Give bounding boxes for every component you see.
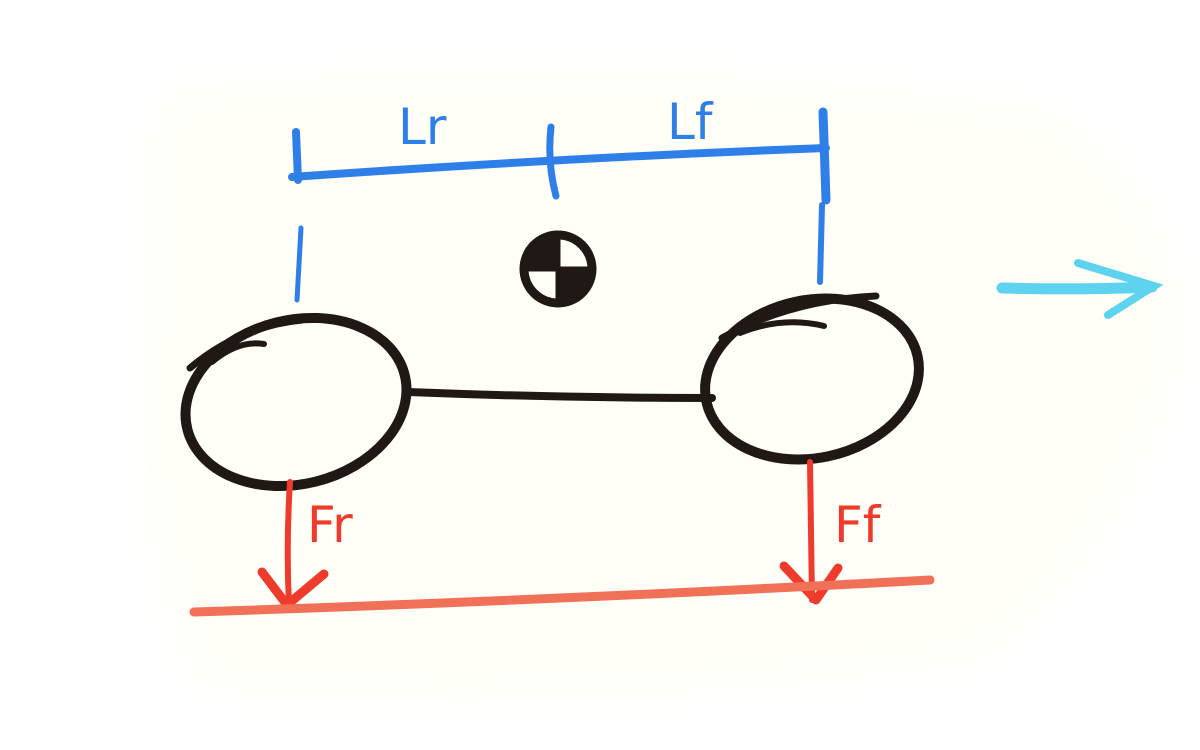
front-dimension-tick [818, 107, 831, 205]
dimension-line [288, 144, 830, 181]
chassis-line [404, 388, 716, 402]
arrow-right-icon [996, 259, 1164, 319]
ground-line [189, 575, 935, 617]
front-force-arrow [779, 459, 843, 605]
paper-background [141, 69, 1181, 700]
front-force-label: Ff [834, 496, 882, 554]
rear-extension-line [294, 225, 304, 303]
vehicle [180, 292, 924, 492]
rear-length-label: Lr [398, 98, 447, 156]
rear-wheel [180, 312, 412, 492]
wheelbase-dimension [288, 107, 831, 303]
center-dimension-tick [546, 123, 560, 200]
center-of-gravity-icon [519, 230, 597, 308]
rear-force-label: Fr [307, 496, 353, 554]
front-length-label: Lf [667, 93, 714, 151]
rear-dimension-tick-top [292, 128, 302, 184]
front-extension-line [817, 202, 825, 285]
